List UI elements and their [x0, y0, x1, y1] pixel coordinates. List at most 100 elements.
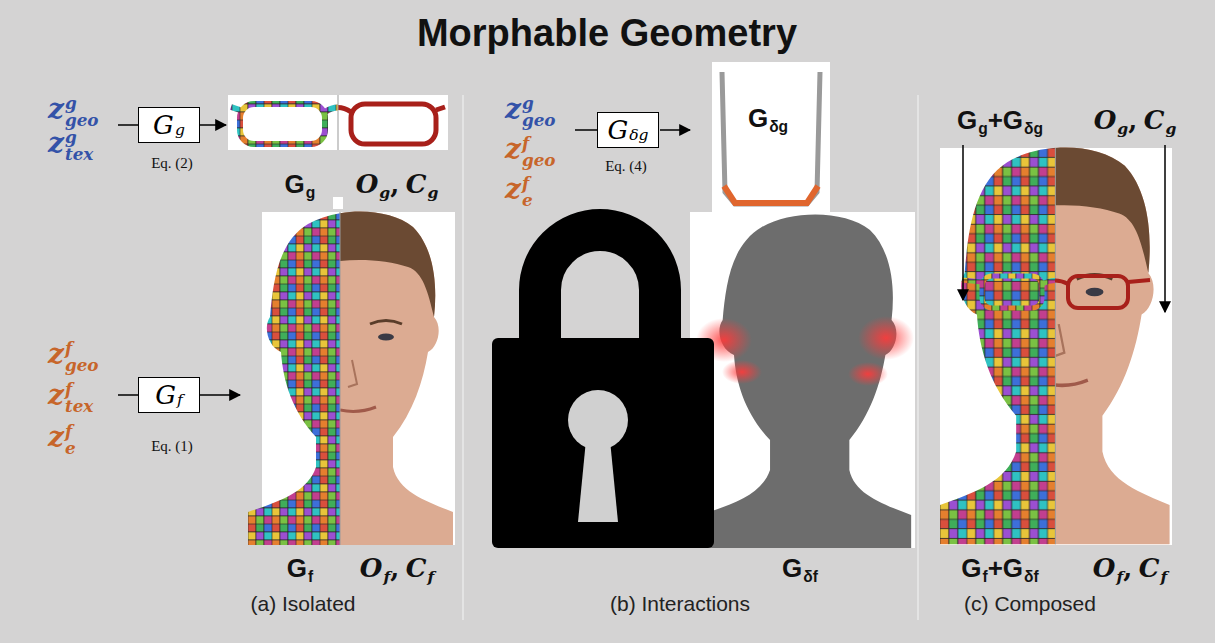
geometry-label-group: Gf: [287, 555, 313, 584]
geometry-sum-label: +: [988, 553, 1003, 583]
appearance-label: ,: [390, 553, 399, 583]
panel-caption: (a) Isolated: [250, 592, 355, 615]
script-stack: ftex: [65, 381, 93, 415]
script-stack: fe: [65, 423, 76, 457]
appearance-label: C: [1139, 553, 1160, 583]
appearance-label: ,: [1128, 105, 1137, 135]
appearance-label: O: [360, 553, 383, 583]
geometry-sum-label-subscript: f: [982, 569, 987, 585]
geometry-label: G: [285, 169, 305, 199]
latent-code-subscript: geo: [65, 112, 99, 129]
appearance-label-subscript: g: [1117, 121, 1128, 137]
appearance-label-group: Of,Cf: [360, 555, 434, 584]
latent-code-subscript: geo: [522, 152, 556, 169]
latent-code-subscript: geo: [522, 112, 556, 129]
geometry-sum-label: G: [961, 553, 981, 583]
latent-code-superscript: f: [522, 135, 556, 152]
geometry-sum-label-group: Gf+Gδf: [961, 555, 1039, 584]
appearance-label-subscript: f: [1160, 569, 1167, 585]
equation-ref: Eq. (1): [151, 438, 193, 454]
appearance-label-subscript: g: [379, 185, 390, 201]
script-stack: ggeo: [522, 95, 556, 129]
geometry-label: G: [287, 553, 307, 583]
geometry-sum-label: G: [957, 105, 977, 135]
generator-symbol: G: [607, 116, 628, 145]
appearance-label-subscript: g: [1165, 121, 1176, 137]
latent-code-group: zfgeo: [48, 340, 99, 374]
appearance-label: C: [406, 553, 427, 583]
latent-code-superscript: g: [65, 95, 99, 112]
geometry-label-subscript: δg: [769, 119, 788, 135]
appearance-label-subscript: f: [1116, 569, 1123, 585]
latent-code-group: zggeo: [505, 95, 556, 129]
figure-title: Morphable Geometry: [417, 12, 797, 55]
appearance-label: O: [356, 169, 379, 199]
appearance-label-group: Og,Cg: [1094, 107, 1177, 136]
equation-ref-group: Eq. (4): [605, 159, 647, 174]
latent-code-group: zfe: [48, 423, 76, 457]
appearance-label: O: [1094, 105, 1117, 135]
latent-code: z: [48, 420, 64, 453]
latent-code: z: [505, 132, 521, 165]
generator-symbol: G: [153, 111, 174, 140]
latent-code-subscript: tex: [65, 146, 93, 163]
latent-code-superscript: f: [65, 381, 93, 398]
appearance-label: ,: [390, 169, 399, 199]
latent-code: z: [48, 126, 64, 159]
generator-box: Gf: [138, 377, 200, 413]
script-stack: gtex: [65, 129, 93, 163]
generator-subscript: g: [175, 122, 185, 139]
latent-code-group: zggeo: [48, 95, 99, 129]
appearance-label-subscript: f: [427, 569, 434, 585]
panel-caption-group: (c) Composed: [964, 593, 1096, 615]
latent-code-group: zfe: [505, 175, 533, 209]
script-stack: fe: [522, 175, 533, 209]
geometry-label: G: [782, 553, 802, 583]
latent-code-superscript: f: [65, 340, 99, 357]
geometry-sum-label-subscript: δf: [1024, 569, 1039, 585]
latent-code-superscript: f: [65, 423, 76, 440]
latent-code-superscript: f: [522, 175, 533, 192]
latent-code: z: [48, 92, 64, 125]
appearance-label-group: Of,Cf: [1093, 555, 1167, 584]
appearance-label-subscript: g: [427, 185, 438, 201]
geometry-label-subscript: f: [308, 569, 313, 585]
script-stack: fgeo: [522, 135, 556, 169]
panel-caption-group: (b) Interactions: [610, 593, 750, 615]
latent-code: z: [505, 172, 521, 205]
generator-box: Gδg: [597, 112, 659, 148]
script-stack: ggeo: [65, 95, 99, 129]
appearance-label-group: Og,Cg: [356, 171, 439, 200]
latent-code-subscript: tex: [65, 398, 93, 415]
appearance-label: C: [406, 169, 427, 199]
geometry-sum-label: G: [1003, 553, 1023, 583]
generator-subscript: δg: [629, 127, 648, 144]
appearance-label: O: [1093, 553, 1116, 583]
latent-code-subscript: e: [522, 192, 533, 209]
geometry-label-subscript: δf: [803, 569, 818, 585]
latent-code: z: [48, 337, 64, 370]
geometry-label-group: Gg: [285, 171, 316, 200]
equation-ref-group: Eq. (2): [151, 156, 193, 171]
generator-box: Gg: [138, 107, 200, 143]
panel-caption: (b) Interactions: [610, 592, 750, 615]
geometry-label-group: Gδf: [782, 555, 818, 584]
panel-caption-group: (a) Isolated: [250, 593, 355, 615]
geometry-sum-label-subscript: δg: [1024, 121, 1043, 137]
generator-symbol: G: [155, 381, 176, 410]
geometry-label-subscript: g: [306, 185, 316, 201]
latent-code-group: zgtex: [48, 129, 93, 163]
geometry-sum-label-subscript: g: [978, 121, 988, 137]
latent-code-subscript: e: [65, 440, 76, 457]
latent-code-group: zftex: [48, 381, 93, 415]
panel-caption: (c) Composed: [964, 592, 1096, 615]
equation-ref: Eq. (2): [151, 155, 193, 171]
latent-code-group: zfgeo: [505, 135, 556, 169]
geometry-label-group: Gδg: [748, 105, 788, 134]
geometry-sum-label-group: Gg+Gδg: [957, 107, 1043, 136]
latent-code-superscript: g: [65, 129, 93, 146]
latent-code: z: [505, 92, 521, 125]
geometry-sum-label: G: [1003, 105, 1023, 135]
latent-code-superscript: g: [522, 95, 556, 112]
